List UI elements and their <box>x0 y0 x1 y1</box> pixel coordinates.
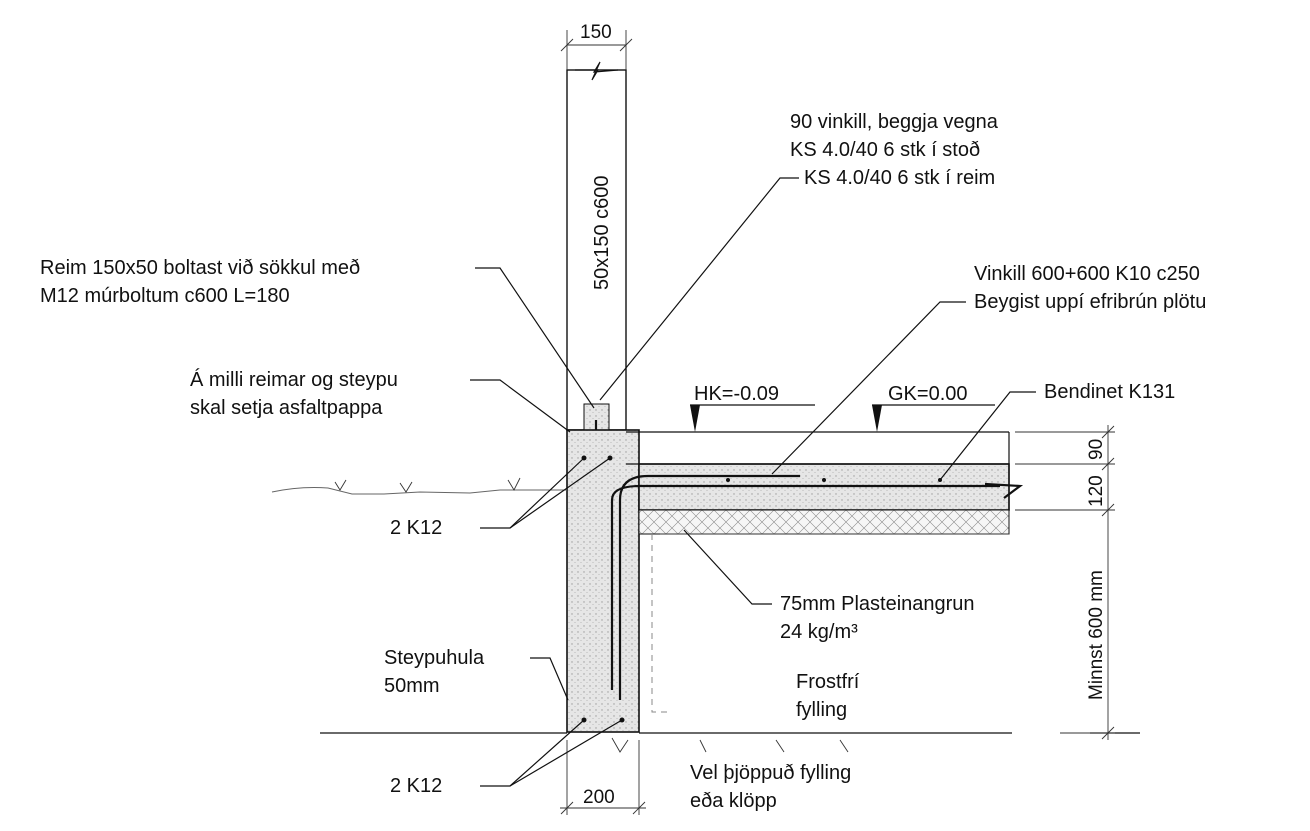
level-gk-text: GK=0.00 <box>888 383 968 405</box>
dim-post-width-text: 150 <box>580 22 612 43</box>
asphalt-label-line2: skal setja asfaltpappa <box>190 397 383 419</box>
level-hk-text: HK=-0.09 <box>694 383 779 405</box>
cover-label-line2: 50mm <box>384 675 440 697</box>
dim-footing-width: 200 <box>560 740 646 815</box>
rebar-l-bar <box>581 455 1024 723</box>
ground-ticks <box>611 737 849 753</box>
level-hk: HK=-0.09 <box>690 383 815 432</box>
rebar-top-leader-b <box>509 457 611 529</box>
cover-label-line1: Steypuhula <box>384 647 485 669</box>
compact-label-line1: Vel þjöppuð fylling <box>690 762 851 784</box>
sill-label-line2: M12 múrboltum c600 L=180 <box>40 285 290 307</box>
dashed-edge <box>651 534 668 713</box>
level-gk: GK=0.00 <box>872 383 995 432</box>
insulation-layer <box>638 509 1010 535</box>
angle-label-line3: KS 4.0/40 6 stk í reim <box>804 167 995 189</box>
ground-surface <box>271 477 1140 734</box>
cover-leader <box>530 657 569 701</box>
dim-min-depth-text: Minnst 600 mm <box>1086 570 1107 700</box>
mesh-label: Bendinet K131 <box>1044 381 1175 403</box>
compact-label-line2: eða klöpp <box>690 790 777 812</box>
rebar-bottom-leader-b <box>509 719 623 787</box>
rebar-top-label: 2 K12 <box>390 517 442 539</box>
rebar-bottom-label: 2 K12 <box>390 775 442 797</box>
mesh-leader <box>939 391 1036 481</box>
insulation-label-line1: 75mm Plasteinangrun <box>780 593 975 615</box>
dim-slab-text: 120 <box>1086 475 1107 507</box>
insulation-label-line2: 24 kg/m³ <box>780 621 858 643</box>
sill-label-line1: Reim 150x50 boltast við sökkul með <box>40 257 360 279</box>
asphalt-label-line1: Á milli reimar og steypu <box>190 368 398 391</box>
angle-leader <box>599 177 799 401</box>
sill-leader <box>475 267 595 409</box>
rebar-angle-label-line1: Vinkill 600+600 K10 c250 <box>974 263 1200 285</box>
insulation-leader <box>683 529 772 605</box>
frost-label-line2: fylling <box>796 699 847 721</box>
dim-right: 90 120 Minnst 600 mm <box>1015 425 1115 740</box>
rebar-angle-label-line2: Beygist uppí efribrún plötu <box>974 291 1206 313</box>
rebar-angle-leader <box>771 301 966 475</box>
dim-footing-width-text: 200 <box>583 787 615 808</box>
dim-post-width: 150 <box>560 22 633 70</box>
timber-post <box>566 61 627 431</box>
asphalt-leader <box>470 379 571 433</box>
post-section-text: 50x150 c600 <box>591 175 613 290</box>
dim-topping-text: 90 <box>1086 439 1107 460</box>
angle-label-line2: KS 4.0/40 6 stk í stoð <box>790 139 980 161</box>
angle-label-line1: 90 vinkill, beggja vegna <box>790 111 999 133</box>
frost-label-line1: Frostfrí <box>796 671 860 693</box>
